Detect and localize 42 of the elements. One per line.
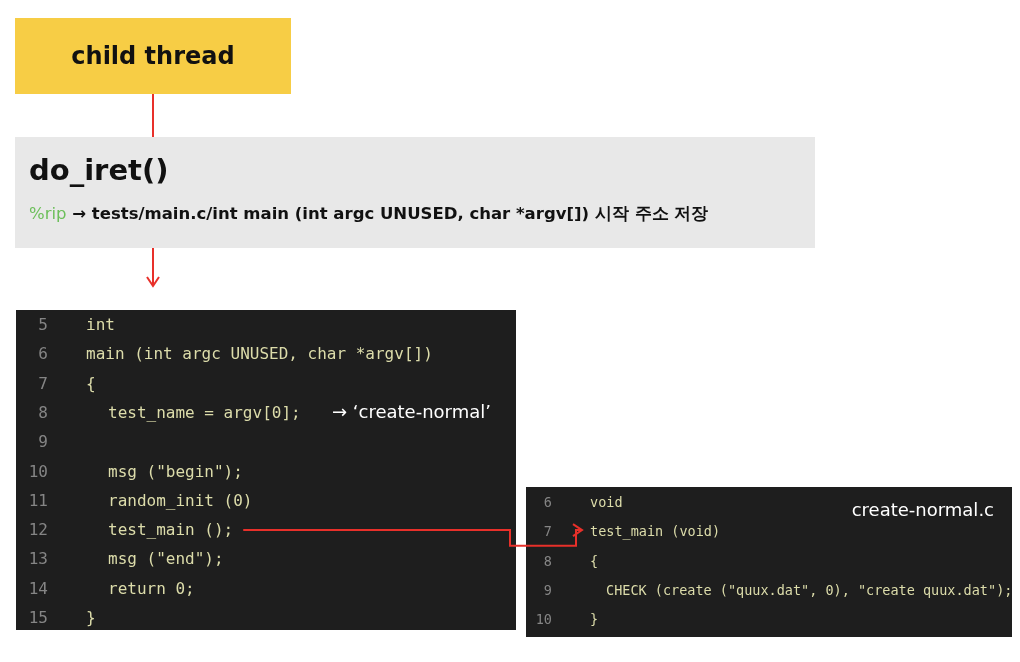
line-number: 10 [27,460,48,483]
code-line: test_main (void) [590,520,721,543]
line-number: 7 [37,372,48,395]
code-line: { [590,551,599,571]
line-number: 11 [27,489,48,512]
code-line: test_name = argv[0]; [108,401,301,424]
line-number: 13 [27,548,48,571]
box-title: child thread [70,41,236,72]
register-note: %rip → tests/main.c/int main (int argc UNUSED, char *argv[]) 시작 주소 저장 [29,203,709,225]
code-line: test_main (); [108,519,234,542]
line-number: 9 [542,580,552,600]
function-name: do_iret() [29,153,169,187]
line-number: 8 [542,551,552,571]
code-panel [16,310,516,630]
arrow [146,247,160,287]
line-number: 12 [27,519,48,542]
code-line: return 0; [108,577,195,600]
arrow [242,523,583,547]
line-number: 15 [27,607,48,629]
code-line: } [590,610,599,630]
line-number: 5 [37,314,48,336]
title-box [15,18,291,94]
line-number: 7 [542,522,552,542]
line-number: 6 [37,343,48,366]
code-line: } [86,607,96,629]
code-line: { [86,372,96,395]
line-number: 10 [534,610,552,630]
code-line: int [86,314,115,336]
code-panel [526,487,1012,637]
code-line: void [590,493,623,512]
code-line: random_init (0) [108,489,253,512]
function-box [15,137,815,248]
annotation: → ‘create-normal’ [332,399,491,424]
line-number: 6 [542,493,552,512]
line-number: 9 [37,431,48,454]
code-line: msg ("end"); [108,548,224,571]
code-line: main (int argc UNUSED, char *argv[]) [86,343,433,366]
code-line: msg ("begin"); [108,460,243,483]
line-number: 8 [37,401,48,424]
file-name: create-normal.c [851,499,994,520]
line-number: 14 [27,577,48,600]
code-line: CHECK (create ("quux.dat", 0), "create quux.dat"); [606,580,1013,600]
